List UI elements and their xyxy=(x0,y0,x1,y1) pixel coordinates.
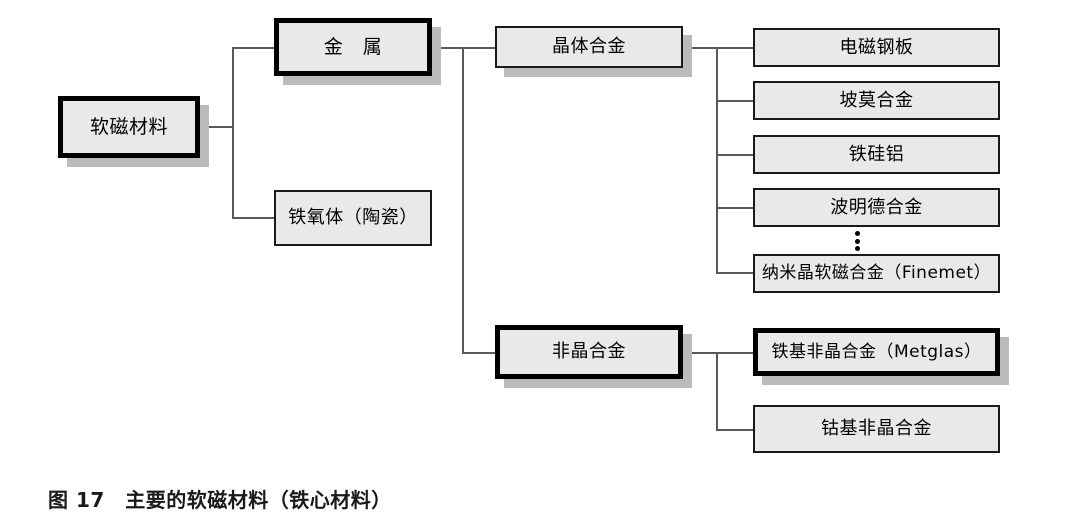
connector-bus4-child-1 xyxy=(716,352,755,354)
connector-bus3-child-1 xyxy=(716,47,755,49)
node-root-soft-magnetic-material[interactable]: 软磁材料 xyxy=(58,96,200,158)
connector-crystalline-to-bus3 xyxy=(683,47,718,49)
connector-bus4-vertical xyxy=(716,352,718,430)
node-permalloy[interactable]: 坡莫合金 xyxy=(753,81,1000,120)
node-label: 铁氧体（陶瓷） xyxy=(288,207,418,228)
node-amorphous-alloy[interactable]: 非晶合金 xyxy=(495,325,683,379)
node-label: 波明德合金 xyxy=(830,196,923,218)
node-ferrite-ceramic[interactable]: 铁氧体（陶瓷） xyxy=(274,190,432,246)
connector-bus2-to-amorphous xyxy=(462,352,495,354)
node-permendur[interactable]: 波明德合金 xyxy=(753,188,1000,227)
node-electrical-steel-sheet[interactable]: 电磁钢板 xyxy=(753,28,1000,67)
connector-bus1-to-metal xyxy=(232,47,274,49)
connector-bus3-child-2 xyxy=(716,100,755,102)
ellipsis-dot xyxy=(854,238,860,244)
node-label: 电磁钢板 xyxy=(839,36,914,58)
node-label: 金 属 xyxy=(323,35,383,58)
connector-bus3-child-5 xyxy=(716,272,755,274)
connector-metal-to-bus2 xyxy=(430,47,464,49)
connector-bus4-child-2 xyxy=(716,429,755,431)
connector-bus2-vertical xyxy=(462,47,464,353)
connector-bus2-to-crystalline xyxy=(462,47,495,49)
ellipsis-dot xyxy=(854,246,860,251)
figure-caption: 图 17 主要的软磁材料（铁心材料） xyxy=(48,488,392,512)
connector-bus3-vertical xyxy=(716,47,718,273)
connector-bus1-to-ferrite xyxy=(232,217,274,219)
node-cobalt-based-amorphous[interactable]: 钴基非晶合金 xyxy=(753,405,1000,453)
node-sendust[interactable]: 铁硅铝 xyxy=(753,135,1000,174)
connector-bus3-child-4 xyxy=(716,207,755,209)
connector-amorphous-to-bus4 xyxy=(683,352,718,354)
node-label: 钴基非晶合金 xyxy=(821,418,932,439)
connector-root-to-bus1 xyxy=(200,126,234,128)
node-crystalline-alloy[interactable]: 晶体合金 xyxy=(495,26,683,68)
node-metal[interactable]: 金 属 xyxy=(274,18,432,76)
node-label: 铁硅铝 xyxy=(848,143,905,165)
ellipsis-dot xyxy=(854,231,860,236)
connector-bus1-vertical xyxy=(232,47,234,219)
node-label: 纳米晶软磁合金（Finemet） xyxy=(761,263,992,283)
node-label: 非晶合金 xyxy=(552,341,626,362)
node-nanocrystalline-finemet[interactable]: 纳米晶软磁合金（Finemet） xyxy=(753,254,1000,293)
connector-bus3-child-3 xyxy=(716,154,755,156)
node-label: 晶体合金 xyxy=(552,36,626,57)
node-label: 坡莫合金 xyxy=(839,89,914,111)
vertical-ellipsis-icon xyxy=(854,231,860,251)
node-label: 软磁材料 xyxy=(89,115,168,138)
node-iron-based-amorphous-metglas[interactable]: 铁基非晶合金（Metglas） xyxy=(753,328,1000,376)
node-label: 铁基非晶合金（Metglas） xyxy=(771,341,982,362)
